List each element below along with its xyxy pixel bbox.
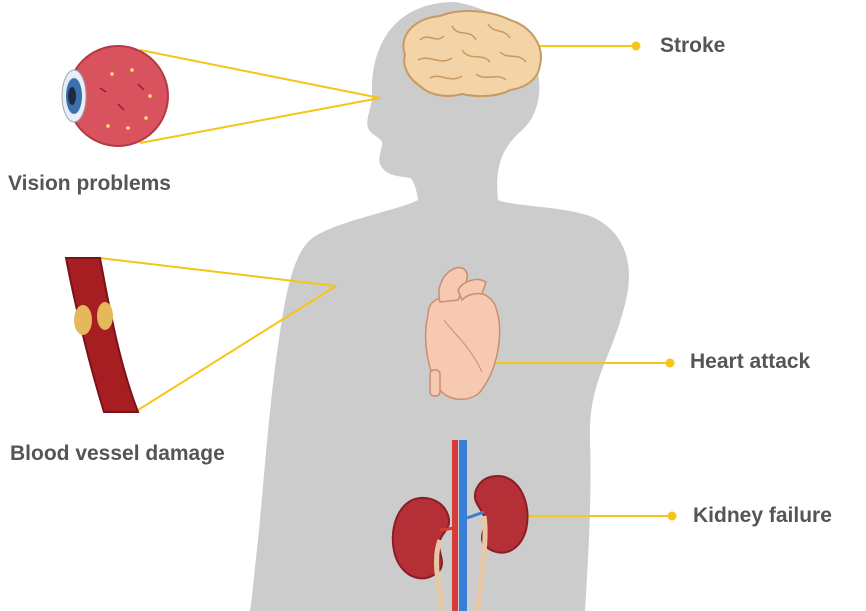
leader-dots bbox=[632, 42, 677, 521]
vision-problems-label: Vision problems bbox=[8, 172, 171, 196]
brain-illustration bbox=[403, 11, 541, 96]
eye-illustration bbox=[62, 46, 168, 146]
leader-dot-stroke bbox=[632, 42, 641, 51]
blood-vessel-damage-label: Blood vessel damage bbox=[10, 442, 225, 466]
leader-dot-heart bbox=[666, 359, 675, 368]
leader-line-eye-top bbox=[140, 50, 380, 98]
heart-attack-label: Heart attack bbox=[690, 350, 810, 374]
leader-dot-kidney bbox=[668, 512, 677, 521]
blood-vessel-illustration bbox=[66, 258, 138, 412]
stroke-label: Stroke bbox=[660, 34, 725, 58]
kidney-failure-label: Kidney failure bbox=[693, 504, 832, 528]
leader-line-eye-bottom bbox=[140, 98, 380, 143]
